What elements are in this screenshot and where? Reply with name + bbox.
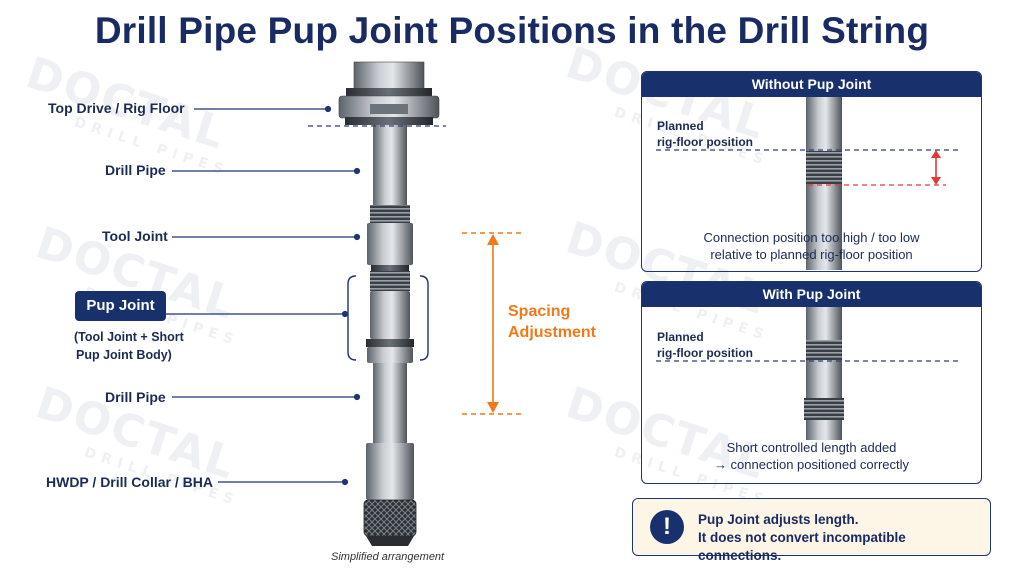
drill-pipe-upper-graphic — [373, 125, 407, 205]
label-top-drive: Top Drive / Rig Floor — [48, 100, 185, 116]
panel-without-heading: Without Pup Joint — [642, 72, 981, 97]
planned-position-label: Planned rig-floor position — [657, 119, 753, 149]
panel-with-graphic — [656, 306, 958, 440]
planned-position-label: Planned rig-floor position — [657, 330, 753, 360]
spacing-adjustment-label: Spacing Adjustment — [508, 303, 596, 341]
exclamation-icon: ! — [650, 510, 684, 544]
label-tool-joint: Tool Joint — [102, 228, 168, 244]
label-drill-pipe-upper: Drill Pipe — [105, 162, 166, 178]
pup-joint-graphic — [370, 271, 410, 291]
note-box: ! Pup Joint adjusts length. It does not … — [632, 498, 991, 563]
caption: Simplified arrangement — [331, 551, 445, 563]
label-pup-joint: Pup Joint — [75, 291, 166, 321]
panel-with-pup-joint: With Pup Joint Planned rig-floor positio… — [641, 281, 982, 484]
label-drill-pipe-lower: Drill Pipe — [105, 389, 166, 405]
panel-without-text: Connection position too high / too low r… — [703, 230, 920, 262]
panel-without-graphic — [656, 97, 958, 270]
label-pup-joint-desc: (Tool Joint + Short Pup Joint Body) — [74, 330, 184, 362]
label-hwdp: HWDP / Drill Collar / BHA — [46, 474, 213, 490]
note-text: Pup Joint adjusts length. It does not co… — [698, 512, 906, 563]
spacing-arrow — [462, 232, 524, 415]
panel-with-heading: With Pup Joint — [642, 282, 981, 307]
top-drive-graphic — [338, 61, 440, 125]
page-title: Drill Pipe Pup Joint Positions in the Dr… — [94, 10, 930, 51]
drill-pipe-lower-graphic — [373, 363, 407, 443]
panel-without-pup-joint: Without Pup Joint Planned rig-floor posi… — [641, 71, 982, 272]
hwdp-graphic — [366, 443, 414, 500]
tool-joint-graphic — [367, 223, 413, 265]
panel-with-text: Short controlled length added → connecti… — [713, 440, 910, 472]
